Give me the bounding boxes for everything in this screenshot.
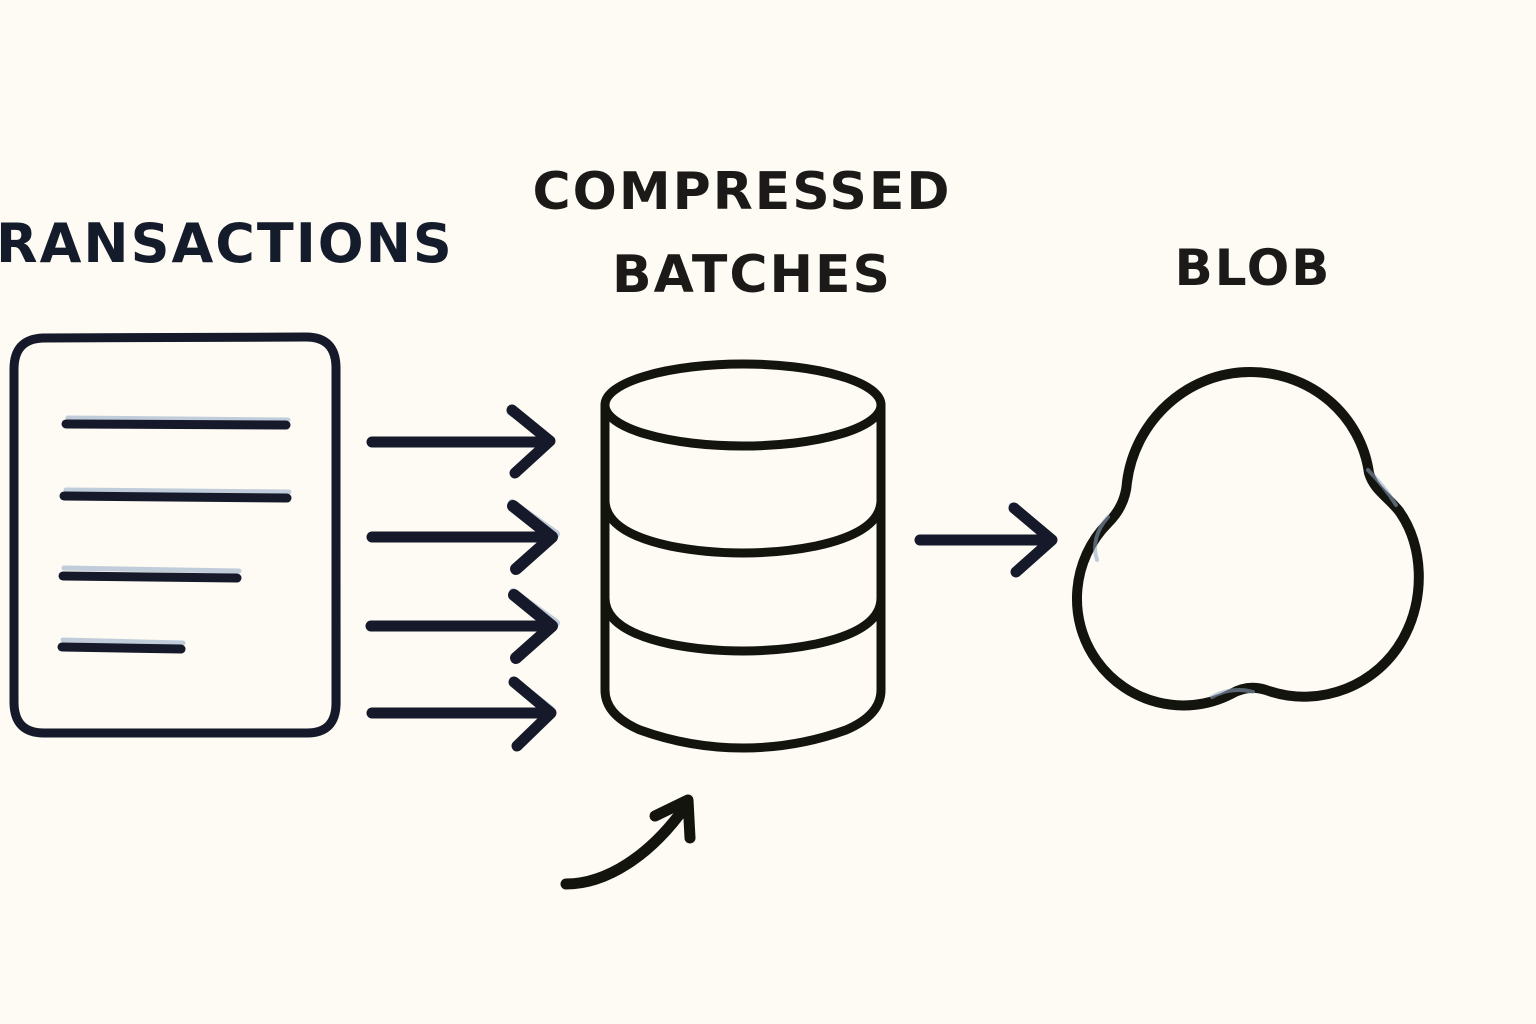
- document-line-1: [61, 419, 291, 430]
- document-line-3: [58, 571, 242, 583]
- label-transactions: RANSACTIONS: [0, 212, 454, 275]
- curved-pointer-head: [649, 794, 696, 844]
- compressed-batches-cylinder-node[interactable]: [600, 359, 886, 753]
- cylinder-body: [600, 400, 886, 753]
- feed-arrow-4[interactable]: [366, 676, 557, 752]
- document-text-lines: [57, 415, 292, 654]
- label-compressed-line2: BATCHES: [612, 245, 892, 305]
- curved-pointer-shaft: [560, 801, 691, 890]
- label-blob: BLOB: [1175, 239, 1332, 297]
- blob-outline: [1072, 367, 1424, 711]
- cylinder-to-blob-arrow[interactable]: [914, 502, 1058, 578]
- feed-arrow-1[interactable]: [366, 404, 556, 479]
- document-line-2: [59, 491, 292, 503]
- document-outline: [9, 332, 341, 738]
- feed-arrow-3[interactable]: [365, 588, 560, 664]
- document-line-4: [57, 642, 186, 654]
- curved-pointer-arrow[interactable]: [560, 794, 696, 890]
- transactions-document-node[interactable]: [9, 332, 341, 738]
- cylinder-top-ellipse: [600, 359, 886, 451]
- transaction-feed-arrows: [365, 404, 560, 752]
- label-compressed-line1: COMPRESSED: [532, 162, 951, 222]
- blob-node[interactable]: [1072, 367, 1424, 711]
- cylinder-divider-2: [600, 593, 886, 656]
- cylinder-divider-1: [600, 495, 886, 558]
- feed-arrow-2[interactable]: [366, 499, 560, 575]
